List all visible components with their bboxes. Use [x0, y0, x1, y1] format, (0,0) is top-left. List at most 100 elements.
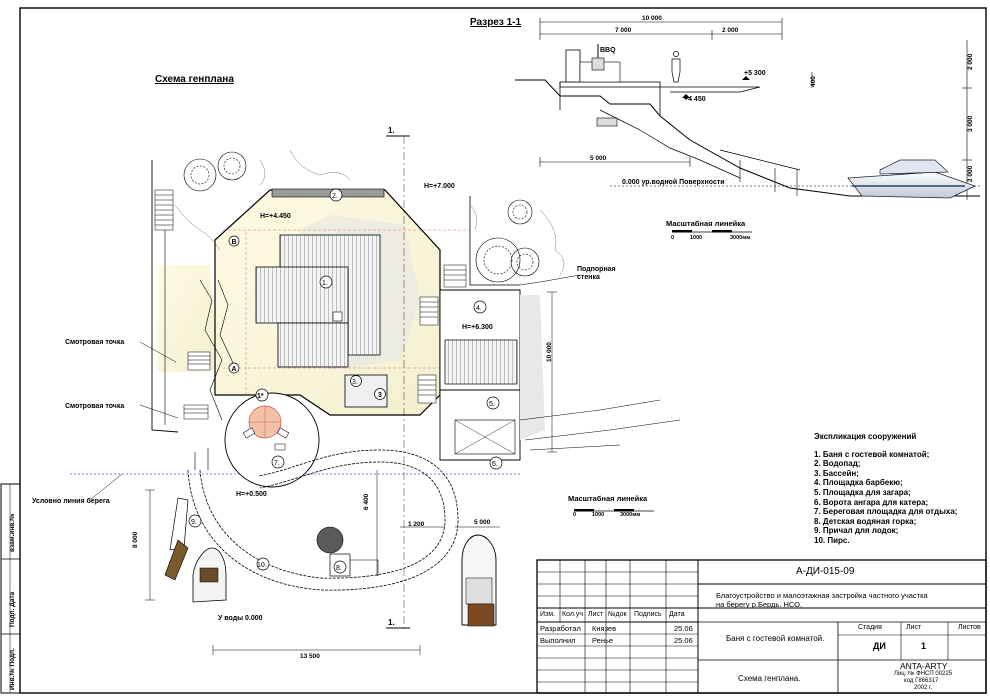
marker-10: 10. [257, 562, 267, 569]
axis-b: B [232, 239, 237, 246]
bbq-label: BBQ [600, 47, 616, 54]
plan-dim-13500: 13 500 [300, 653, 320, 660]
level-h4450: H=+4.450 [260, 213, 291, 220]
marker-4: 4. [476, 305, 482, 312]
plan-scale-title: Масштабная линейка [568, 494, 648, 503]
viewpoint-label-1: Смотровая точка [65, 339, 124, 346]
legend-item: 6. Ворота ангара для катера; [814, 497, 929, 507]
header-doc: №док [608, 611, 627, 618]
plan-dim-6400: 6 400 [363, 493, 370, 510]
drawing-labels: Разрез 1-1 Схема генплана 10 000 7 000 2… [9, 15, 974, 690]
legend-item: 7. Береговая площадка для отдыха; [814, 507, 958, 517]
plan-dim-8000: 8 000 [132, 531, 139, 548]
organization: ANTA-ARTY [900, 661, 948, 671]
date-developer: 25.06 [674, 624, 693, 633]
role-executor: Выполнил [540, 636, 576, 645]
sheets-label: Листов [958, 624, 981, 631]
project-line-2: на берегу р.Бердь. НСО. [716, 600, 803, 609]
side-stamp-frame [0, 483, 21, 694]
level-top: +5 300 [744, 70, 766, 77]
marker-5: 5. [489, 401, 495, 408]
section-dim-v2: 3 000 [967, 115, 974, 132]
marker-1: 1. [322, 280, 328, 287]
role-developer: Разработал [540, 624, 581, 633]
level-h0500: H=+0.500 [236, 491, 267, 498]
marker-3: 3. [352, 379, 358, 386]
sheet-frame [19, 7, 987, 694]
site-plan [70, 135, 681, 655]
legend-item: 8. Детская водяная горка; [814, 516, 917, 526]
level-water: У воды 0.000 [218, 615, 263, 622]
section-dim-400: 400 [810, 76, 817, 87]
section-dim-v3: 2 000 [967, 165, 974, 182]
plan-title: Схема генплана [155, 74, 234, 85]
marker-1-star: 1* [257, 393, 264, 400]
sheet-label: Лист [906, 624, 922, 631]
legend-item: 2. Водопад; [814, 459, 861, 469]
marker-3b: 3 [378, 392, 382, 399]
sheet-value: 1 [921, 641, 927, 651]
name-executor: Ренье [592, 636, 614, 645]
section-dim-v1: 2 000 [967, 53, 974, 70]
legend-item: 5. Площадка для загара; [814, 487, 911, 497]
header-signature: Подпись [634, 611, 662, 618]
structures-legend: Экспликация сооружений 1. Баня с гостево… [814, 432, 957, 546]
drawing-code: А-ДИ-015-09 [796, 566, 855, 577]
marker-6: 6. [492, 461, 498, 468]
marker-2: 2. [332, 193, 338, 200]
stage-value: ДИ [873, 641, 886, 651]
plan-dim-1200: 1 200 [408, 521, 425, 528]
license: Лиц. № ФНСП 00225 [894, 671, 953, 677]
marker-9: 9. [191, 519, 197, 526]
shoreline-label: Условно линия берега [32, 497, 110, 505]
section-mark-top: 1. [388, 126, 395, 135]
name-developer: Князев [592, 624, 617, 633]
plan-dim-10000: 10 000 [546, 342, 553, 362]
section-dim-c: 5 000 [590, 155, 607, 162]
legend-item: 10. Пирс. [814, 535, 850, 545]
marker-8: 8. [336, 565, 342, 572]
legend-item: 4. Площадка барбекю; [814, 478, 903, 488]
date-executor: 25.06 [674, 636, 693, 645]
section-dim-total: 10 000 [642, 15, 662, 22]
legend-item: 9. Причал для лодок; [814, 526, 899, 536]
header-count: Кол.уч [562, 611, 583, 618]
header-sheet: Лист [588, 611, 604, 618]
object-name: Баня с гостевой комнатой. [726, 634, 825, 643]
header-date: Дата [669, 611, 685, 618]
section-drawing [515, 18, 980, 233]
viewpoint-label-2: Смотровая точка [65, 403, 124, 410]
header-change: Изм. [540, 611, 555, 618]
legend-item: 3. Бассейн; [814, 468, 859, 478]
retaining-wall-label-1: Подпорная [577, 266, 616, 273]
section-scale-title: Масштабная линейка [666, 219, 746, 228]
section-title: Разрез 1-1 [470, 17, 522, 28]
year: 2002 г. [914, 685, 933, 691]
water-level-label: 0.000 ур.водной Поверхности [622, 178, 725, 186]
section-scale-tick-2: 3000мм [730, 235, 750, 241]
stamp-replaced-inv: взам.инв.№ [9, 514, 16, 552]
level-h6300: H=+6.300 [462, 324, 493, 331]
legend-item: 1. Баня с гостевой комнатой; [814, 449, 930, 459]
level-h7000: H=+7.000 [424, 183, 455, 190]
stamp-inv-sign: Инв.№ Подп. [9, 648, 16, 690]
plan-scale-tick-1: 1000 [592, 512, 604, 518]
project-line-1: Благоустройство и малоэтажная застройка … [716, 591, 928, 600]
axis-a: A [232, 366, 237, 373]
org-code: код Г866317 [904, 678, 939, 684]
section-dim-a: 7 000 [615, 27, 632, 34]
level-mid: +4 450 [684, 96, 706, 103]
plan-scale-tick-0: 0 [573, 512, 576, 518]
section-scale-tick-1: 1000 [690, 235, 702, 241]
plan-dim-5000: 5 000 [474, 519, 491, 526]
stamp-sign-date: Подп. Дата [9, 591, 16, 627]
title-block-grid [536, 559, 987, 694]
section-scale-tick-0: 0 [671, 235, 674, 241]
marker-7: 7. [274, 460, 280, 467]
section-dim-b: 2 000 [722, 27, 739, 34]
section-mark-bottom: 1. [388, 618, 395, 627]
plan-scale-tick-2: 3000мм [620, 512, 640, 518]
stage-label: Стадия [858, 624, 882, 631]
